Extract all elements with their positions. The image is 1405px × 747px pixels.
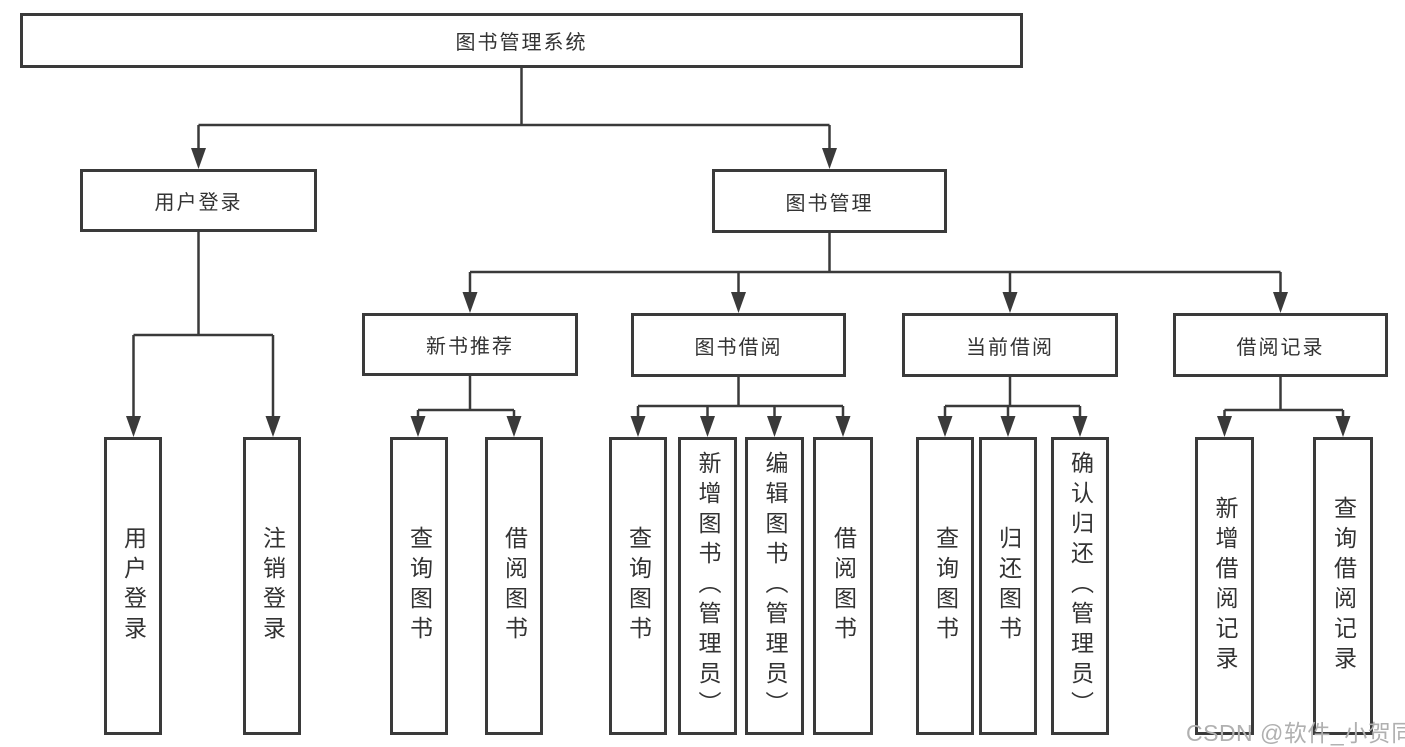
node-label: 查询图书 [932, 526, 959, 646]
node-label: 图书管理系统 [455, 32, 588, 54]
node-label: 查询图书 [625, 526, 652, 646]
node-new-book-recommend: 新书推荐 [362, 313, 578, 376]
leaf-query-books-current: 查询图书 [916, 437, 974, 735]
node-label: 当前借阅 [966, 336, 1054, 359]
leaf-query-books-borrowing: 查询图书 [609, 437, 667, 735]
node-label: 注销登录 [259, 526, 286, 646]
leaf-query-borrow-record: 查询借阅记录 [1313, 437, 1373, 735]
node-user-login: 用户登录 [80, 169, 317, 232]
node-label: 图书管理 [785, 192, 874, 215]
node-label: 借阅图书 [501, 526, 528, 646]
node-label: 用户登录 [120, 526, 147, 646]
leaf-borrow-books-borrowing: 借阅图书 [813, 437, 873, 735]
leaf-query-books-recommend: 查询图书 [390, 437, 448, 735]
node-label: 新增图书（管理员） [695, 451, 721, 721]
node-label: 查询图书 [406, 526, 433, 646]
leaf-confirm-return-admin: 确认归还（管理员） [1051, 437, 1109, 735]
node-label: 图书借阅 [694, 336, 783, 359]
node-library-management-system: 图书管理系统 [20, 13, 1023, 68]
node-label: 借阅记录 [1236, 336, 1325, 359]
node-current-borrowing: 当前借阅 [902, 313, 1118, 377]
node-label: 查询借阅记录 [1330, 496, 1357, 676]
leaf-logout-login: 注销登录 [243, 437, 301, 735]
node-label: 确认归还（管理员） [1067, 451, 1094, 721]
leaf-add-book-admin: 新增图书（管理员） [678, 437, 737, 735]
node-book-management: 图书管理 [712, 169, 947, 233]
node-label: 归还图书 [995, 526, 1022, 646]
csdn-watermark: CSDN @软件_小贺同学 [1186, 720, 1405, 746]
leaf-edit-book-admin: 编辑图书（管理员） [745, 437, 804, 735]
leaf-add-borrow-record: 新增借阅记录 [1195, 437, 1254, 735]
node-book-borrowing: 图书借阅 [631, 313, 846, 377]
node-borrowing-records: 借阅记录 [1173, 313, 1388, 377]
node-label: 用户登录 [154, 192, 243, 214]
leaf-borrow-books-recommend: 借阅图书 [485, 437, 543, 735]
node-label: 新增借阅记录 [1212, 496, 1238, 676]
leaf-user-login: 用户登录 [104, 437, 162, 735]
leaf-return-book: 归还图书 [979, 437, 1037, 735]
node-label: 编辑图书（管理员） [762, 451, 788, 721]
node-label: 借阅图书 [830, 526, 857, 646]
node-label: 新书推荐 [426, 336, 514, 358]
